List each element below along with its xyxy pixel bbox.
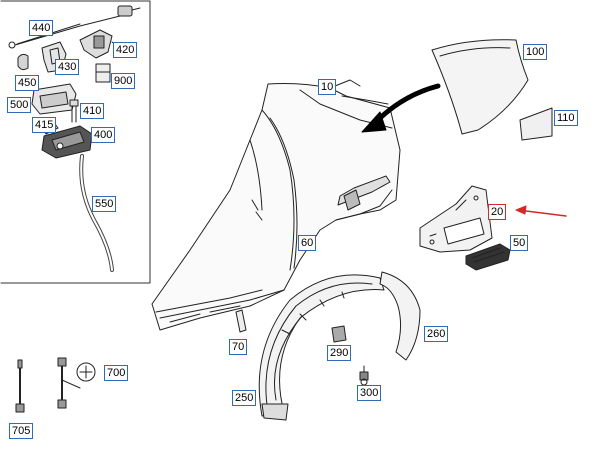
bolt-icon	[15, 359, 25, 413]
callout-50[interactable]: 50	[510, 235, 529, 251]
callout-700[interactable]: 700	[104, 365, 129, 381]
callout-440[interactable]: 440	[29, 20, 54, 36]
callout-70[interactable]: 70	[229, 339, 248, 355]
callout-110[interactable]: 110	[554, 110, 578, 126]
drain-hose-icon	[79, 154, 114, 272]
callout-250[interactable]: 250	[232, 390, 257, 406]
callout-260[interactable]: 260	[424, 326, 449, 342]
foam-pad-icon	[519, 107, 553, 141]
callout-10[interactable]: 10	[318, 79, 337, 95]
callout-705[interactable]: 705	[9, 423, 34, 439]
callout-900[interactable]: 900	[111, 73, 136, 89]
fuel-flap-housing-icon	[31, 83, 77, 115]
callout-450[interactable]: 450	[15, 75, 40, 91]
fuel-filler-flap-icon	[41, 125, 93, 159]
assembly-arrow-icon	[361, 83, 441, 133]
grommet-icon	[17, 53, 29, 71]
callout-100[interactable]: 100	[523, 44, 548, 60]
callout-20[interactable]: 20	[488, 204, 507, 220]
callout-415[interactable]: 415	[32, 117, 57, 133]
side-panel-icon	[151, 79, 401, 331]
spring-pin-icon	[69, 99, 79, 123]
trim-piece-icon	[235, 309, 247, 333]
wheel-arch-extension-icon	[379, 271, 421, 361]
callout-290[interactable]: 290	[327, 345, 352, 361]
callout-420[interactable]: 420	[113, 42, 138, 58]
push-nut-icon	[331, 325, 347, 343]
callout-410[interactable]: 410	[80, 103, 105, 119]
vent-grille-icon	[465, 243, 511, 271]
inner-panel-20-icon	[419, 185, 493, 253]
callout-500[interactable]: 500	[7, 97, 32, 113]
inset-frame	[0, 0, 151, 284]
bolt-washer-icon	[57, 357, 96, 409]
callout-60[interactable]: 60	[298, 235, 317, 251]
callout-300[interactable]: 300	[357, 385, 382, 401]
actuator-icon	[95, 63, 111, 83]
wheel-arch-liner-icon	[258, 274, 385, 421]
quarter-panel-piece-icon	[431, 39, 529, 135]
screw-icon	[359, 365, 369, 386]
callout-400[interactable]: 400	[91, 127, 116, 143]
callout-550[interactable]: 550	[92, 196, 117, 212]
callout-430[interactable]: 430	[55, 59, 80, 75]
highlight-arrow-icon	[517, 209, 567, 217]
